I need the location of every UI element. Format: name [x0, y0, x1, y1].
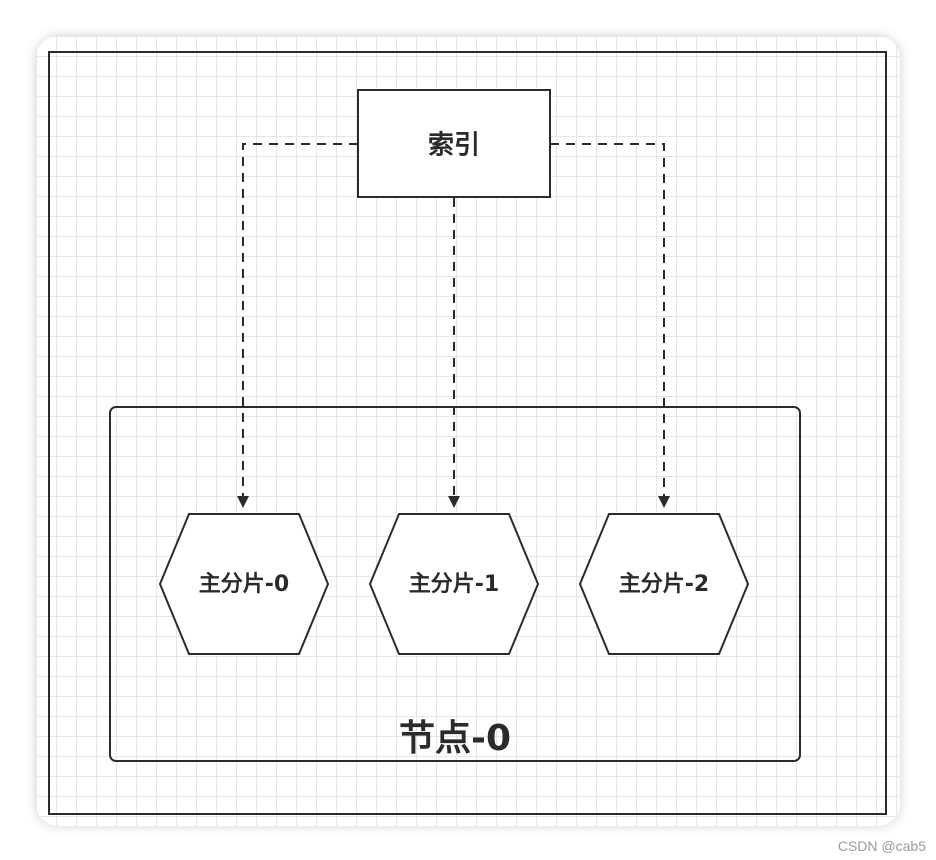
connector-shard-2 [550, 143, 670, 508]
shard-1-label: 主分片-1 [409, 572, 499, 597]
connector-shard-0 [237, 143, 358, 508]
shard-0-label: 主分片-0 [199, 572, 289, 597]
shard-0: 主分片-0 [158, 513, 330, 655]
node-label: 节点-0 [399, 718, 511, 759]
connectors [237, 143, 670, 508]
index-box: 索引 [357, 89, 551, 198]
outer-frame [48, 51, 887, 815]
shard-2: 主分片-2 [578, 513, 750, 655]
shard-2-label: 主分片-2 [619, 572, 709, 597]
shard-1: 主分片-1 [368, 513, 540, 655]
index-label: 索引 [428, 131, 480, 161]
watermark: CSDN @cab5 [837, 838, 926, 854]
